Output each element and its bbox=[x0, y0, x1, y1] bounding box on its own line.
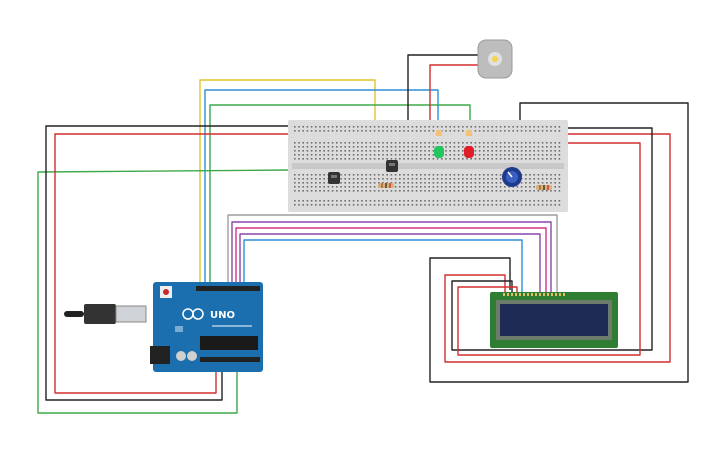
wire-lcd-gray[interactable] bbox=[227, 214, 558, 292]
board-label: UNO bbox=[210, 310, 235, 321]
lcd-pins bbox=[503, 293, 565, 296]
green-led-icon[interactable] bbox=[434, 146, 444, 158]
wires bbox=[37, 54, 689, 414]
resistor-led-red bbox=[466, 130, 472, 136]
wire-red-right[interactable] bbox=[444, 133, 671, 363]
breadboard[interactable] bbox=[288, 120, 568, 212]
wire-lcd-blue[interactable] bbox=[243, 239, 523, 292]
resistor-1[interactable] bbox=[378, 183, 394, 188]
wire-lcd-purple-2[interactable] bbox=[239, 233, 541, 292]
transistor-left[interactable] bbox=[328, 172, 340, 184]
resistor-2[interactable] bbox=[536, 185, 552, 190]
usb-plug-icon bbox=[84, 304, 116, 324]
wire-green-left[interactable] bbox=[37, 169, 291, 414]
lcd-screen bbox=[500, 304, 608, 336]
wire-black-right[interactable] bbox=[429, 102, 689, 383]
wire-red-left[interactable] bbox=[54, 133, 300, 394]
red-led-icon[interactable] bbox=[464, 146, 474, 158]
arduino-logo-icon bbox=[182, 308, 204, 320]
wire-lcd-pink[interactable] bbox=[235, 227, 547, 292]
wire-motor-black[interactable] bbox=[407, 54, 484, 128]
lcd-16x2[interactable] bbox=[490, 292, 618, 348]
analog-header[interactable] bbox=[200, 357, 260, 362]
wire-motor-red[interactable] bbox=[429, 64, 488, 140]
transistor-right[interactable] bbox=[386, 160, 398, 172]
dc-motor[interactable] bbox=[477, 39, 513, 79]
wire-lcd-purple[interactable] bbox=[231, 221, 552, 292]
arduino-uno[interactable]: UNO bbox=[64, 282, 263, 372]
wire-black-left[interactable] bbox=[45, 125, 316, 401]
atmega-chip bbox=[200, 336, 258, 350]
resistor-led-green bbox=[436, 130, 442, 136]
wire-red-right-2[interactable] bbox=[457, 142, 641, 356]
breadboard-center-channel bbox=[292, 163, 564, 169]
led-red[interactable] bbox=[464, 130, 474, 158]
wire-blue[interactable] bbox=[204, 89, 439, 290]
capacitor-1 bbox=[176, 351, 186, 361]
potentiometer[interactable] bbox=[502, 167, 522, 187]
digital-header[interactable] bbox=[196, 286, 260, 291]
wire-black-right-2[interactable] bbox=[451, 127, 653, 351]
usb-cable bbox=[64, 311, 84, 317]
led-green[interactable] bbox=[434, 130, 444, 158]
capacitor-2 bbox=[187, 351, 197, 361]
power-jack[interactable] bbox=[150, 346, 170, 364]
